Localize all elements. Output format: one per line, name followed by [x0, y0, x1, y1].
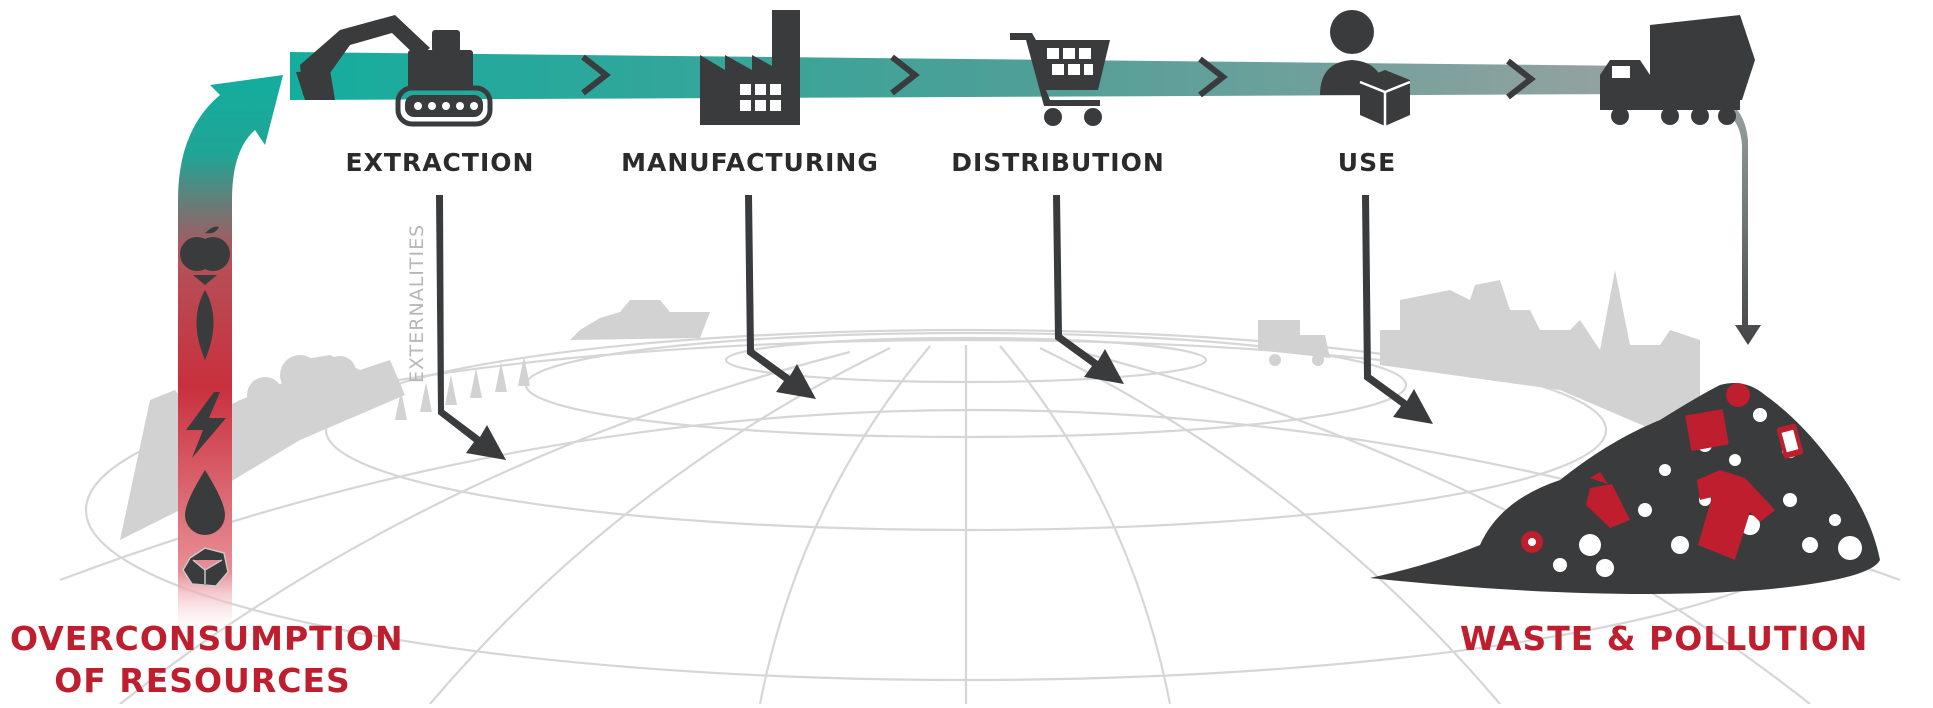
externality-arrows: [436, 195, 1433, 460]
chevron-4: [1506, 58, 1536, 100]
externality-arrow-manufacturing: [745, 195, 816, 399]
externalities-label: EXTERNALITIES: [406, 223, 428, 383]
chevron-1: [581, 54, 611, 96]
water-drop-icon: [185, 470, 225, 535]
disposal-flow-arrow: [1722, 100, 1761, 345]
apple-icon: [180, 226, 230, 271]
externality-arrow-extraction: [436, 195, 506, 460]
waste-pollution-label: WASTE & POLLUTION: [1460, 619, 1869, 658]
externality-arrow-distribution: [1053, 195, 1124, 384]
fish-icon: [193, 275, 217, 360]
tshirt-icon: [1697, 470, 1775, 560]
apple-core-icon: [1726, 383, 1750, 407]
flow-chevrons: [581, 54, 1536, 100]
red-box-icon: [1685, 409, 1729, 451]
overconsumption-line2: OF RESOURCES: [54, 661, 351, 700]
chevron-3: [1198, 56, 1228, 98]
stage-label-distribution: DISTRIBUTION: [951, 148, 1165, 177]
stage-label-use: USE: [1337, 148, 1397, 177]
stage-label-extraction: EXTRACTION: [345, 148, 535, 177]
garbage-truck-icon: [1600, 15, 1755, 125]
waste-pile: [1370, 382, 1880, 594]
externality-arrow-use: [1362, 195, 1433, 424]
factory-icon: [700, 10, 800, 125]
bottle-icon: [1586, 472, 1630, 528]
overconsumption-line1: OVERCONSUMPTION: [10, 619, 404, 658]
excavator-icon: [296, 15, 493, 127]
person-with-box-icon: [1320, 10, 1411, 126]
mineral-icon: [182, 547, 229, 587]
chevron-2: [890, 54, 920, 96]
lightning-icon: [186, 392, 226, 458]
overconsumption-label: OVERCONSUMPTION OF RESOURCES: [10, 618, 404, 702]
landscape-silhouettes: [120, 270, 1700, 540]
stage-label-manufacturing: MANUFACTURING: [621, 148, 879, 177]
flow-band: [290, 52, 1640, 100]
shopping-cart-icon: [1010, 33, 1110, 126]
